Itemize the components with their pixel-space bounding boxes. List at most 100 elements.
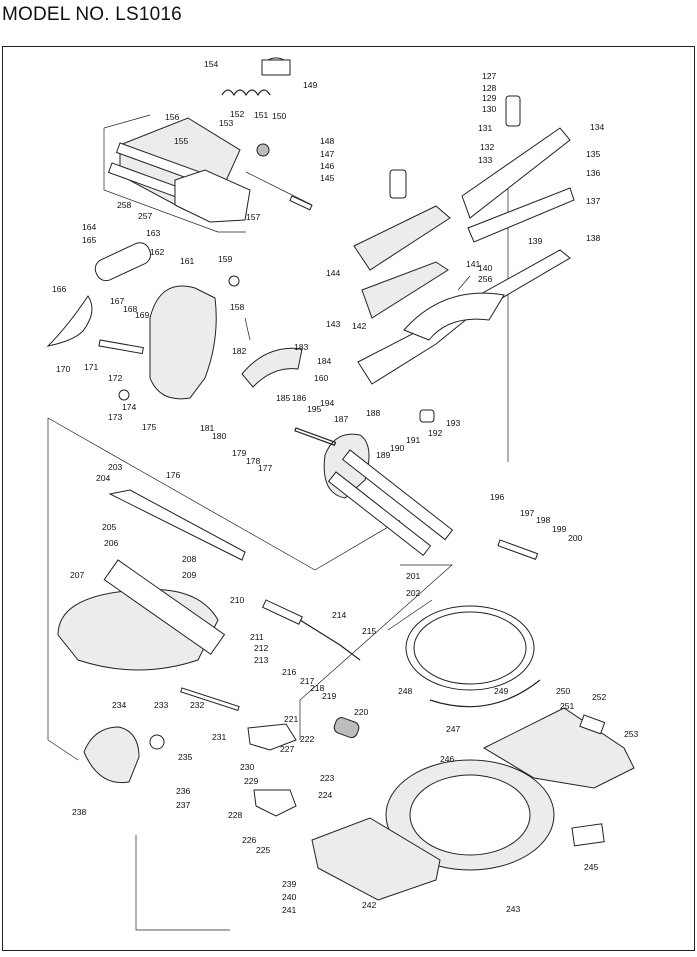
part-label-168: 168	[123, 304, 138, 314]
part-label-236: 236	[176, 786, 191, 796]
part-label-189: 189	[376, 450, 391, 460]
part-label-257: 257	[138, 211, 153, 221]
part-label-212: 212	[254, 643, 269, 653]
part-label-154: 154	[204, 59, 219, 69]
part-label-209: 209	[182, 570, 197, 580]
part-label-196: 196	[490, 492, 505, 502]
part-label-217: 217	[300, 676, 315, 686]
part-label-242: 242	[362, 900, 377, 910]
part-label-206: 206	[104, 538, 119, 548]
part-label-191: 191	[406, 435, 421, 445]
part-label-220: 220	[354, 707, 369, 717]
part-label-173: 173	[108, 412, 123, 422]
part-label-131: 131	[478, 123, 493, 133]
part-label-137: 137	[586, 196, 601, 206]
part-label-157: 157	[246, 212, 261, 222]
part-label-129: 129	[482, 93, 497, 103]
part-label-138: 138	[586, 233, 601, 243]
part-label-132: 132	[480, 142, 495, 152]
part-label-222: 222	[300, 734, 315, 744]
part-label-203: 203	[108, 462, 123, 472]
part-label-197: 197	[520, 508, 535, 518]
part-label-142: 142	[352, 321, 367, 331]
part-label-136: 136	[586, 168, 601, 178]
part-label-215: 215	[362, 626, 377, 636]
drawing-lines	[47, 114, 509, 931]
part-label-169: 169	[135, 310, 150, 320]
model-title: MODEL NO. LS1016	[2, 4, 182, 25]
part-label-228: 228	[228, 810, 243, 820]
part-label-225: 225	[256, 845, 271, 855]
part-label-180: 180	[212, 431, 227, 441]
part-label-183: 183	[294, 342, 309, 352]
part-label-201: 201	[406, 571, 421, 581]
part-label-207: 207	[70, 570, 85, 580]
part-label-211: 211	[250, 632, 264, 642]
part-label-134: 134	[590, 122, 605, 132]
part-label-229: 229	[244, 776, 259, 786]
fence-assembly	[353, 95, 575, 385]
part-label-155: 155	[174, 136, 189, 146]
part-label-174: 174	[122, 402, 137, 412]
part-label-128: 128	[482, 83, 497, 93]
part-label-153: 153	[219, 118, 234, 128]
part-label-188: 188	[366, 408, 381, 418]
part-label-161: 161	[180, 256, 195, 266]
lock-assembly	[83, 599, 361, 817]
part-label-172: 172	[108, 373, 123, 383]
handle-assembly	[46, 242, 303, 401]
base-assembly	[57, 489, 635, 901]
part-label-241: 241	[282, 905, 297, 915]
part-label-140: 140	[478, 263, 493, 273]
part-label-204: 204	[96, 473, 111, 483]
part-label-156: 156	[165, 112, 180, 122]
part-label-231: 231	[212, 732, 227, 742]
part-label-198: 198	[536, 515, 551, 525]
part-label-194: 194	[320, 398, 335, 408]
part-label-177: 177	[258, 463, 273, 473]
part-label-214: 214	[332, 610, 347, 620]
part-label-195: 195	[307, 404, 322, 414]
diagram-frame	[2, 46, 695, 951]
part-label-234: 234	[112, 700, 127, 710]
part-label-176: 176	[166, 470, 181, 480]
part-label-239: 239	[282, 879, 297, 889]
part-label-185: 185	[276, 393, 291, 403]
part-label-162: 162	[150, 247, 165, 257]
part-label-249: 249	[494, 686, 509, 696]
part-label-149: 149	[303, 80, 318, 90]
part-label-159: 159	[218, 254, 233, 264]
part-label-166: 166	[52, 284, 67, 294]
part-label-192: 192	[428, 428, 443, 438]
part-label-230: 230	[240, 762, 255, 772]
part-label-235: 235	[178, 752, 193, 762]
part-label-187: 187	[334, 414, 349, 424]
part-label-163: 163	[146, 228, 161, 238]
part-label-233: 233	[154, 700, 169, 710]
part-label-193: 193	[446, 418, 461, 428]
part-label-135: 135	[586, 149, 601, 159]
part-label-144: 144	[326, 268, 341, 278]
part-label-219: 219	[322, 691, 337, 701]
part-label-178: 178	[246, 456, 261, 466]
part-label-245: 245	[584, 862, 599, 872]
part-label-210: 210	[230, 595, 245, 605]
part-label-224: 224	[318, 790, 333, 800]
part-label-216: 216	[282, 667, 297, 677]
part-label-223: 223	[320, 773, 335, 783]
arm-assembly	[294, 409, 539, 560]
part-label-175: 175	[142, 422, 157, 432]
part-label-141: 141	[466, 259, 481, 269]
part-label-208: 208	[182, 554, 197, 564]
part-label-167: 167	[110, 296, 125, 306]
part-label-139: 139	[528, 236, 543, 246]
part-label-151: 151	[254, 110, 269, 120]
part-label-227: 227	[280, 744, 295, 754]
part-label-181: 181	[200, 423, 215, 433]
part-label-158: 158	[230, 302, 245, 312]
part-label-152: 152	[230, 109, 245, 119]
part-label-238: 238	[72, 807, 87, 817]
part-label-251: 251	[560, 701, 575, 711]
part-label-199: 199	[552, 524, 567, 534]
part-label-130: 130	[482, 104, 497, 114]
